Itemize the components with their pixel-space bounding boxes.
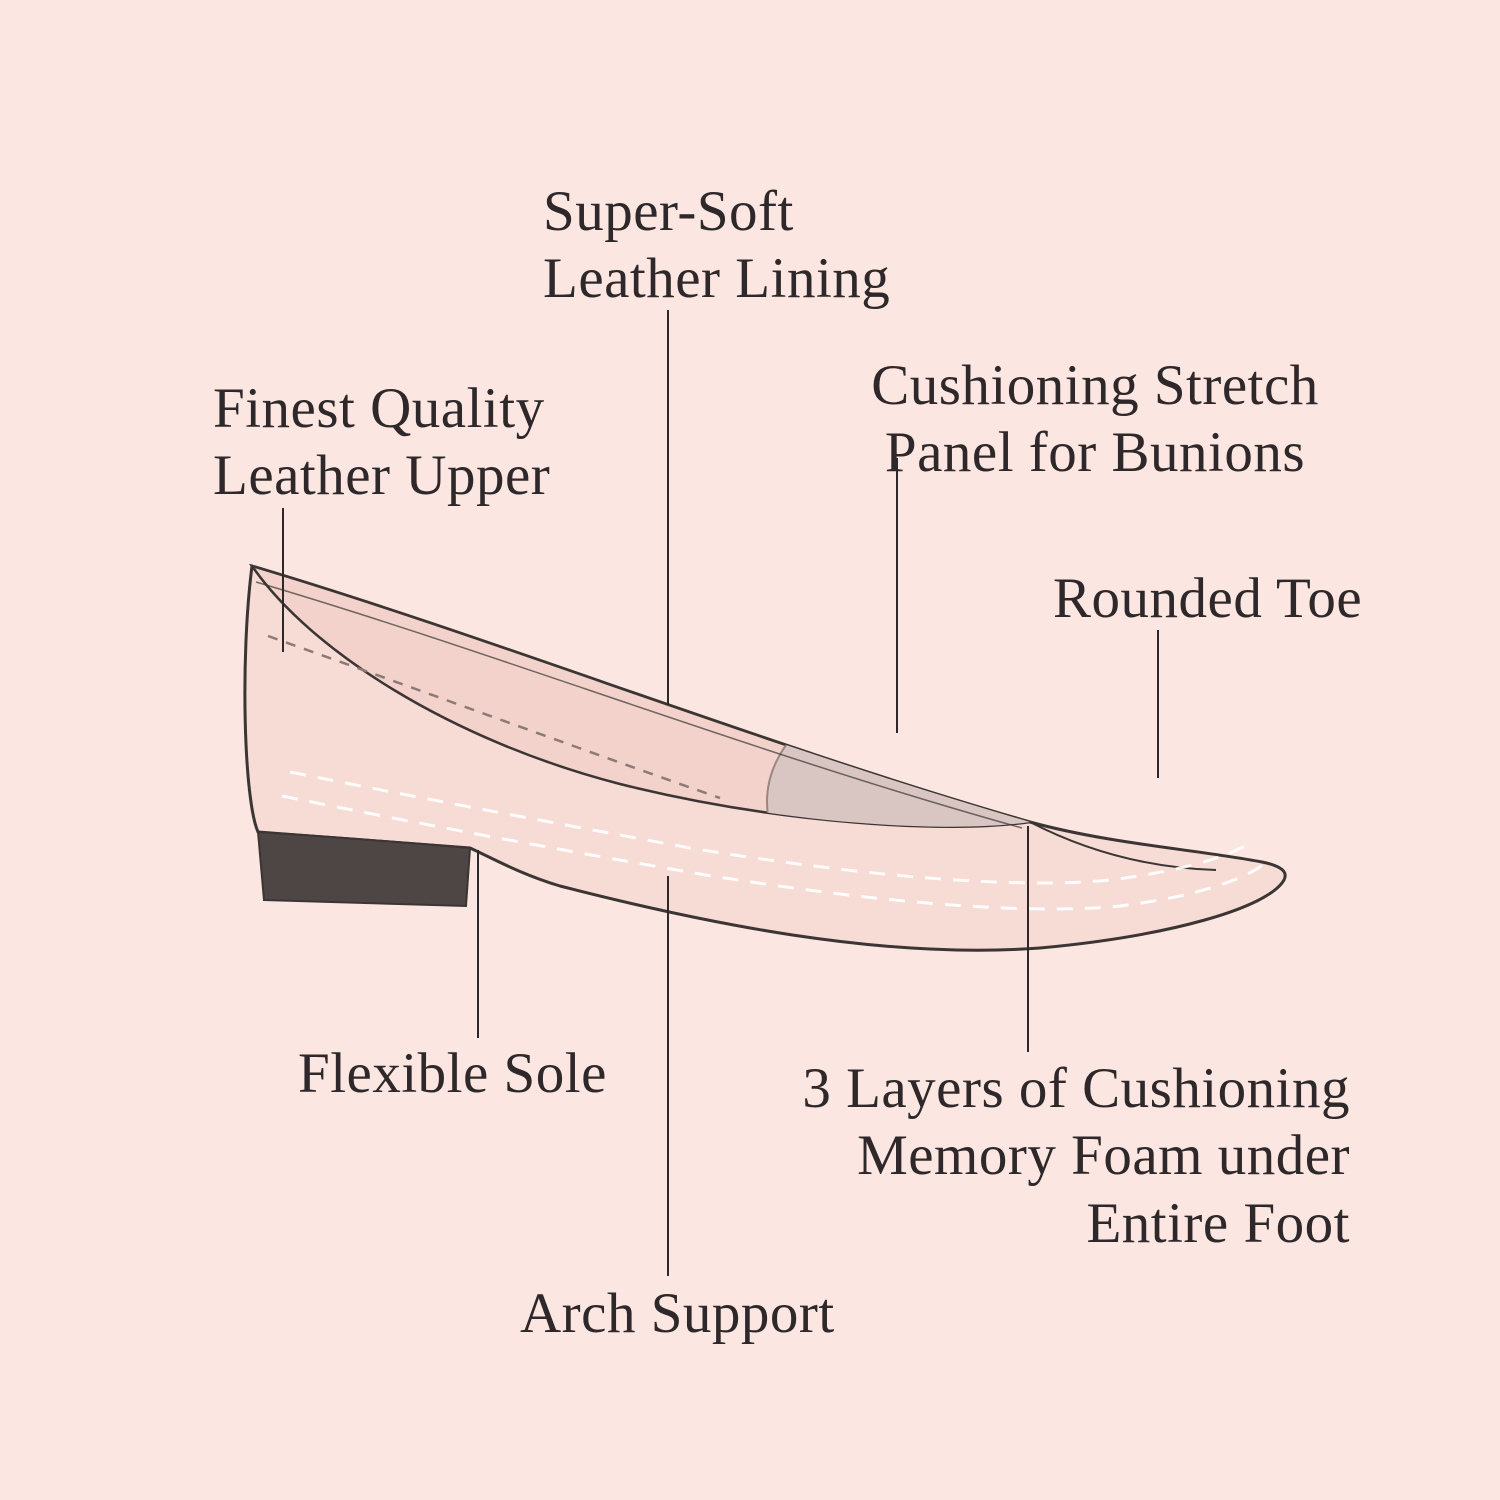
vamp-edge-line [1029, 821, 1217, 871]
label-line: 3 Layers of Cushioning [802, 1057, 1350, 1120]
label-cushioning-stretch-panel: Cushioning Stretch Panel for Bunions [840, 352, 1350, 487]
label-super-soft-leather-lining: Super-Soft Leather Lining [543, 178, 890, 313]
label-finest-quality-leather-upper: Finest Quality Leather Upper [213, 375, 550, 510]
label-flexible-sole: Flexible Sole [298, 1040, 607, 1107]
label-line: Rounded Toe [1053, 567, 1363, 630]
shoe-heel [256, 830, 472, 908]
collar-inner-line [255, 581, 1023, 829]
label-rounded-toe: Rounded Toe [1053, 565, 1362, 632]
lining-seam-dashed [267, 634, 721, 800]
sole-stitching-row-1 [281, 794, 1267, 911]
label-arch-support: Arch Support [520, 1280, 835, 1347]
label-line: Leather Lining [543, 247, 891, 311]
label-line: Memory Foam under [857, 1124, 1350, 1188]
label-line: Leather Upper [213, 444, 551, 508]
label-line: Super-Soft [543, 180, 794, 243]
label-memory-foam-cushioning: 3 Layers of Cushioning Memory Foam under… [760, 1055, 1350, 1257]
sole-stitching-row-2 [289, 770, 1255, 885]
label-line: Panel for Bunions [884, 421, 1306, 485]
label-line: Cushioning Stretch [871, 354, 1319, 417]
label-line: Flexible Sole [298, 1042, 607, 1105]
label-line: Arch Support [520, 1282, 835, 1345]
label-line: Finest Quality [213, 377, 545, 440]
label-line: Entire Foot [1086, 1191, 1350, 1255]
